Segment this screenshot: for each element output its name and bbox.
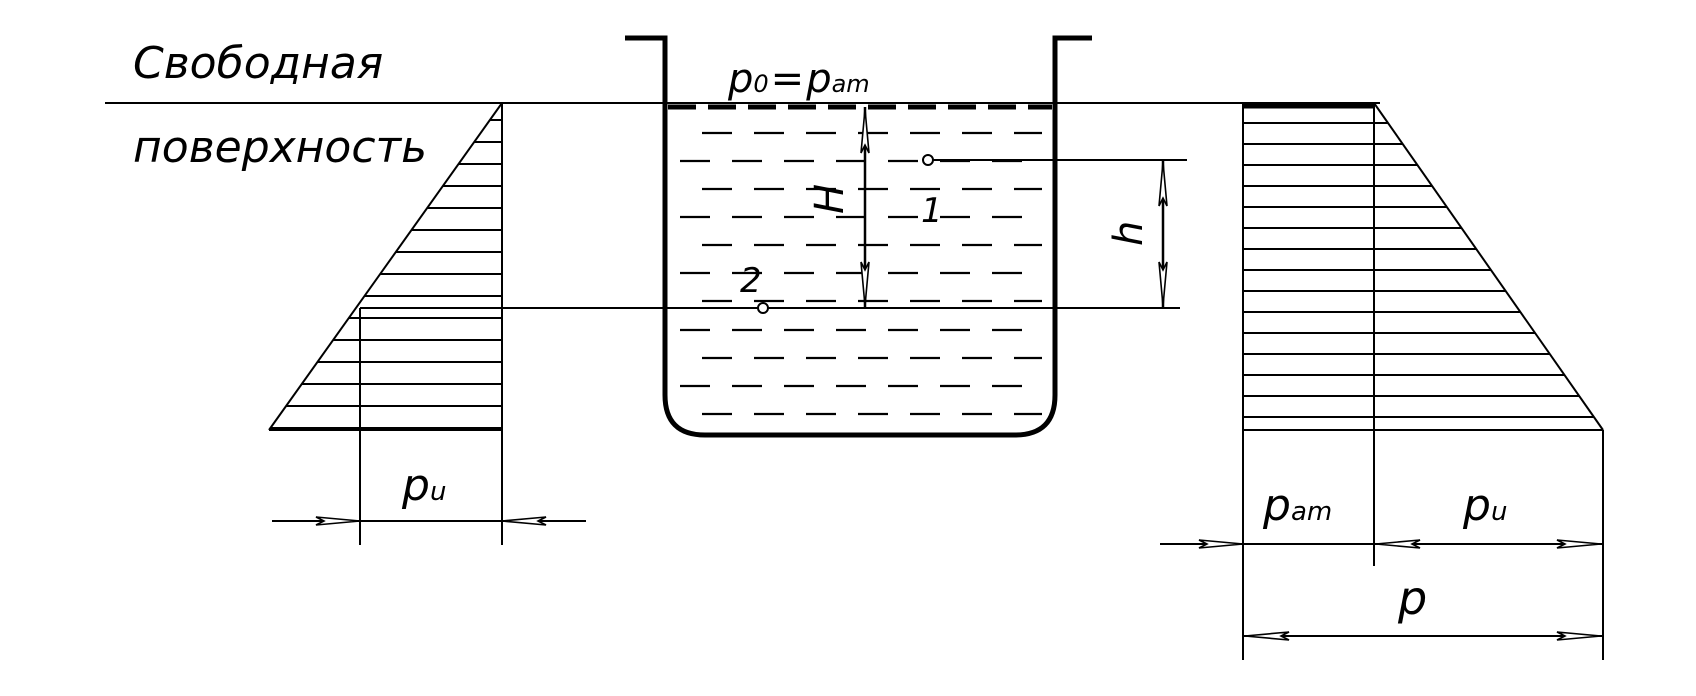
free-surface-label-line1: Свободная: [133, 38, 383, 89]
pu-left-label: pu: [401, 460, 446, 511]
pu-left-symbol: p: [401, 460, 430, 511]
H-label: H: [807, 184, 853, 214]
p0-symbol: p: [727, 56, 753, 102]
pat-subscript: am: [832, 70, 870, 98]
free-surface-label-line2: поверхность: [133, 122, 427, 173]
h-label: h: [1106, 221, 1152, 246]
p0-subscript: 0: [753, 70, 768, 98]
p0-equals-pat-label: p0=pam: [727, 56, 870, 102]
left-pressure-hatching: [270, 119, 502, 429]
point-1-marker: [922, 154, 934, 166]
equals-sign: =: [771, 56, 805, 102]
pat-label-symbol: p: [1262, 480, 1291, 531]
pu-right-label: pu: [1462, 480, 1507, 531]
left-epure-hypotenuse: [268, 102, 503, 431]
p-total-label: p: [1397, 571, 1427, 625]
container-wall: [625, 35, 1092, 438]
pat-symbol: p: [805, 56, 831, 102]
pu-right-subscript: u: [1491, 497, 1507, 527]
pu-left-subscript: u: [430, 477, 446, 507]
right-pressure-hatching: [1243, 122, 1594, 418]
pu-right-symbol: p: [1462, 480, 1491, 531]
point-1-label: 1: [921, 191, 943, 231]
liquid-hatching: [680, 131, 1042, 416]
right-epure-hypotenuse: [1373, 102, 1604, 431]
pat-label: pam: [1262, 480, 1332, 531]
point-2-marker: [757, 302, 769, 314]
point-2-label: 2: [740, 261, 762, 301]
pat-label-subscript: am: [1291, 497, 1332, 527]
